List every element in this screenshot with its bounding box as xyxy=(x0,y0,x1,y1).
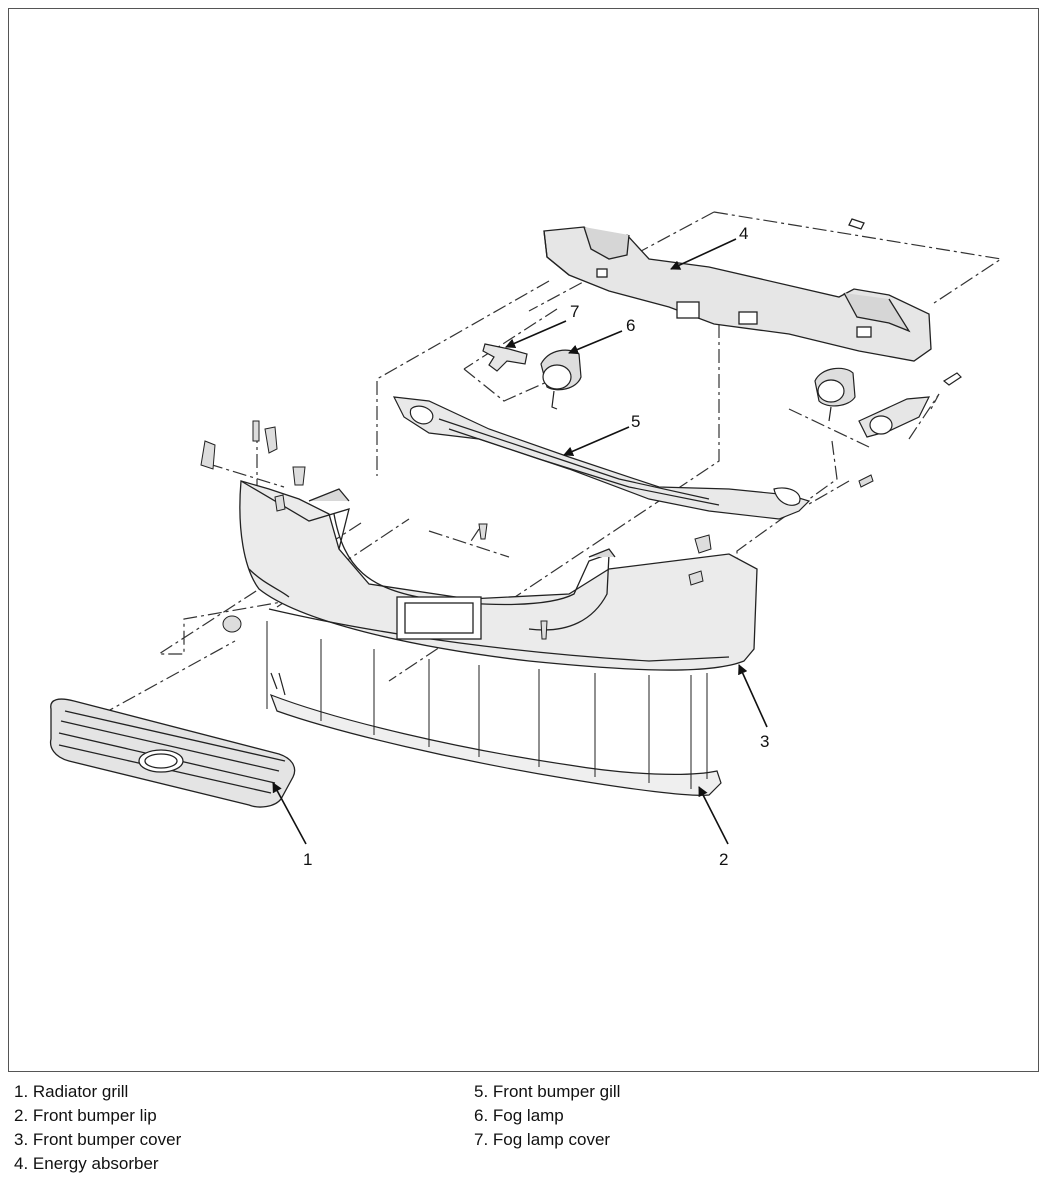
front-bumper-lip-part xyxy=(269,672,722,796)
callout-7: 7 xyxy=(570,302,579,321)
callout-labels: 1 2 3 4 5 6 7 xyxy=(303,224,769,869)
parts-legend: 1. Radiator grill 2. Front bumper lip 3.… xyxy=(0,1080,1050,1180)
callout-3: 3 xyxy=(760,732,769,751)
callout-5: 5 xyxy=(631,412,640,431)
legend-item: 2. Front bumper lip xyxy=(14,1106,157,1125)
exploded-view-diagram: 1 2 3 4 5 6 7 xyxy=(49,211,1003,869)
fasteners xyxy=(200,420,874,640)
legend-item: 7. Fog lamp cover xyxy=(474,1130,611,1149)
legend-column-left: 1. Radiator grill 2. Front bumper lip 3.… xyxy=(14,1080,181,1176)
front-bumper-gill-part xyxy=(392,396,811,520)
energy-absorber-part xyxy=(543,218,932,362)
fog-lamp-part-left xyxy=(540,349,582,410)
legend-column-right: 5. Front bumper gill 6. Fog lamp 7. Fog … xyxy=(474,1080,620,1152)
bumper-lip-brackets xyxy=(266,621,708,789)
legend-item: 5. Front bumper gill xyxy=(474,1082,621,1101)
legend-item: 6. Fog lamp xyxy=(474,1106,564,1125)
callout-1: 1 xyxy=(303,850,312,869)
diagram-frame: 1 2 3 4 5 6 7 xyxy=(8,8,1039,1072)
legend-item: 4. Energy absorber xyxy=(14,1154,159,1173)
front-bumper-cover-part xyxy=(239,480,758,671)
radiator-grill-part xyxy=(49,698,296,808)
callout-leaders xyxy=(272,238,768,845)
fog-lamp-part-right xyxy=(814,367,962,438)
callout-6: 6 xyxy=(626,316,635,335)
callout-4: 4 xyxy=(739,224,748,243)
fog-lamp-cover-part xyxy=(482,343,528,372)
legend-item: 1. Radiator grill xyxy=(14,1082,129,1101)
legend-item: 3. Front bumper cover xyxy=(14,1130,182,1149)
callout-2: 2 xyxy=(719,850,728,869)
